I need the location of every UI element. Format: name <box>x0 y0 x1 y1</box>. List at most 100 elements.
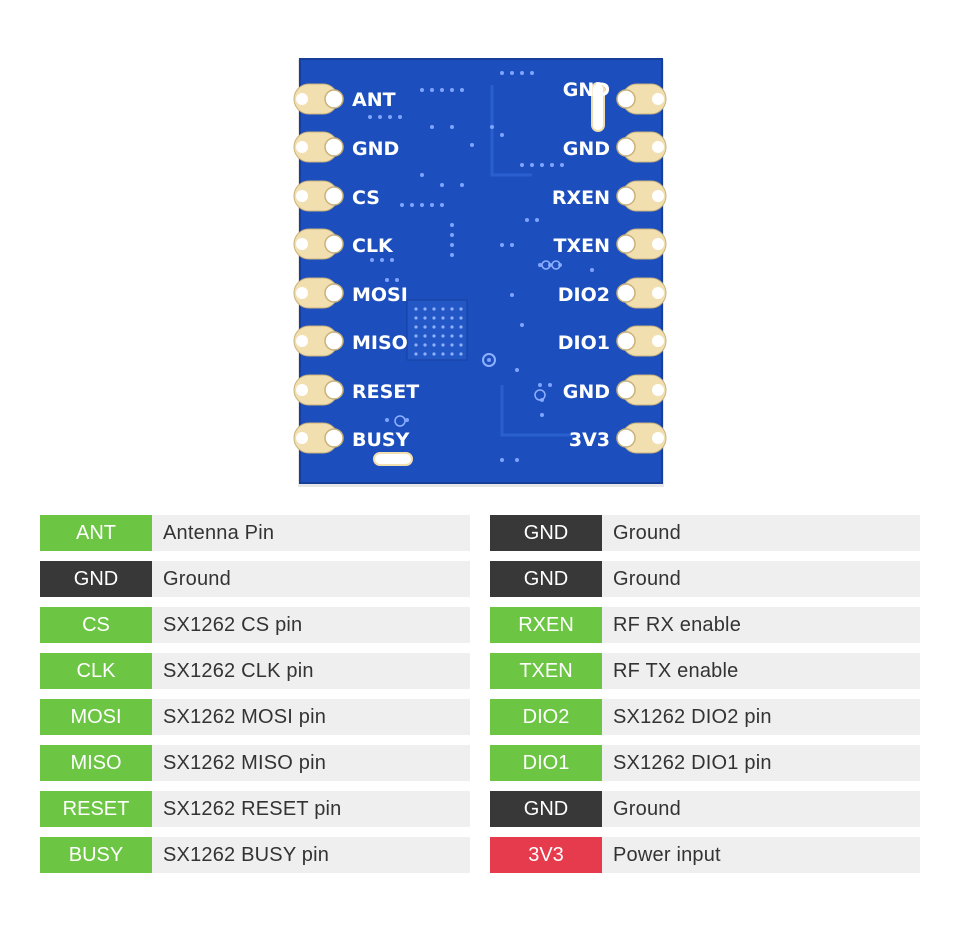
pin-edge-right <box>652 432 664 444</box>
via <box>590 268 594 272</box>
pin-hole-left <box>324 186 344 206</box>
pin-description: RF TX enable <box>613 659 739 682</box>
pin-hole-right <box>616 428 636 448</box>
board-label-dio2: DIO2 <box>557 284 610 306</box>
board-label-dio1: DIO1 <box>557 332 610 354</box>
via <box>470 143 474 147</box>
test-pad-top <box>591 82 605 132</box>
pin-edge-right <box>652 287 664 299</box>
board-label-txen: TXEN <box>553 235 611 257</box>
board-label-busy: BUSY <box>352 429 410 451</box>
via-large <box>482 353 496 367</box>
via <box>414 334 418 338</box>
via <box>441 307 445 311</box>
via <box>423 307 427 311</box>
via <box>414 343 418 347</box>
via <box>450 243 454 247</box>
pin-edge-right <box>652 384 664 396</box>
via <box>441 334 445 338</box>
via <box>538 383 542 387</box>
pin-description: Ground <box>613 567 681 590</box>
pin-edge-left <box>296 93 308 105</box>
via <box>535 218 539 222</box>
via <box>500 71 504 75</box>
via <box>460 183 464 187</box>
pin-row: DIO1 SX1262 DIO1 pin <box>490 745 920 781</box>
via-large <box>534 389 546 401</box>
via <box>510 71 514 75</box>
via <box>414 325 418 329</box>
board-label-mosi: MOSI <box>352 284 408 306</box>
pin-edge-right <box>652 335 664 347</box>
pin-edge-left <box>296 141 308 153</box>
trace <box>490 85 532 177</box>
via <box>388 115 392 119</box>
pin-edge-right <box>652 190 664 202</box>
via <box>459 325 463 329</box>
board-label-gnd-right-3: GND <box>562 381 610 403</box>
trace <box>500 385 572 437</box>
pin-edge-right <box>652 238 664 250</box>
pin-badge: TXEN <box>490 653 602 689</box>
pin-badge: MOSI <box>40 699 152 735</box>
pin-description: SX1262 DIO1 pin <box>613 751 772 774</box>
pin-badge: GND <box>490 791 602 827</box>
via <box>515 368 519 372</box>
via <box>520 323 524 327</box>
pin-row: MOSI SX1262 MOSI pin <box>40 699 470 735</box>
board-label-gnd-left: GND <box>352 138 400 160</box>
via <box>500 458 504 462</box>
via <box>405 418 409 422</box>
board-label-cs: CS <box>352 187 380 209</box>
pin-description: Ground <box>613 521 681 544</box>
via <box>550 163 554 167</box>
via <box>548 383 552 387</box>
via <box>459 343 463 347</box>
pin-hole-left <box>324 331 344 351</box>
pin-hole-right <box>616 234 636 254</box>
via <box>398 115 402 119</box>
via <box>450 125 454 129</box>
pin-badge: GND <box>40 561 152 597</box>
via <box>459 352 463 356</box>
via <box>459 334 463 338</box>
pin-hole-left <box>324 283 344 303</box>
via <box>420 173 424 177</box>
via <box>430 203 434 207</box>
pin-row: DIO2 SX1262 DIO2 pin <box>490 699 920 735</box>
via <box>520 163 524 167</box>
board-body <box>300 59 662 483</box>
pin-row: BUSY SX1262 BUSY pin <box>40 837 470 873</box>
via <box>510 243 514 247</box>
pin-edge-left <box>296 335 308 347</box>
via <box>450 233 454 237</box>
via <box>430 125 434 129</box>
pin-row: GND Ground <box>490 791 920 827</box>
pcb-board: ANT GND CS CLK MOSI MISO RESET BUSY GND … <box>292 55 668 487</box>
via <box>385 278 389 282</box>
via-large <box>551 260 561 270</box>
board-label-gnd-right-1: GND <box>562 79 610 101</box>
pin-hole-right <box>616 283 636 303</box>
via <box>370 258 374 262</box>
pin-row: 3V3 Power input <box>490 837 920 873</box>
pin-description: SX1262 RESET pin <box>163 797 342 820</box>
via <box>420 88 424 92</box>
via <box>432 334 436 338</box>
via <box>441 343 445 347</box>
pin-badge: ANT <box>40 515 152 551</box>
pin-description: SX1262 MISO pin <box>163 751 327 774</box>
pin-row: MISO SX1262 MISO pin <box>40 745 470 781</box>
via <box>423 325 427 329</box>
board-label-reset: RESET <box>352 381 420 403</box>
pin-row: ANT Antenna Pin <box>40 515 470 551</box>
pin-description: SX1262 DIO2 pin <box>613 705 772 728</box>
via <box>432 352 436 356</box>
pin-badge: DIO1 <box>490 745 602 781</box>
board-edge <box>299 58 663 484</box>
pin-edge-left <box>296 287 308 299</box>
pin-row: RESET SX1262 RESET pin <box>40 791 470 827</box>
pin-hole-left <box>324 137 344 157</box>
via <box>440 203 444 207</box>
via <box>510 293 514 297</box>
